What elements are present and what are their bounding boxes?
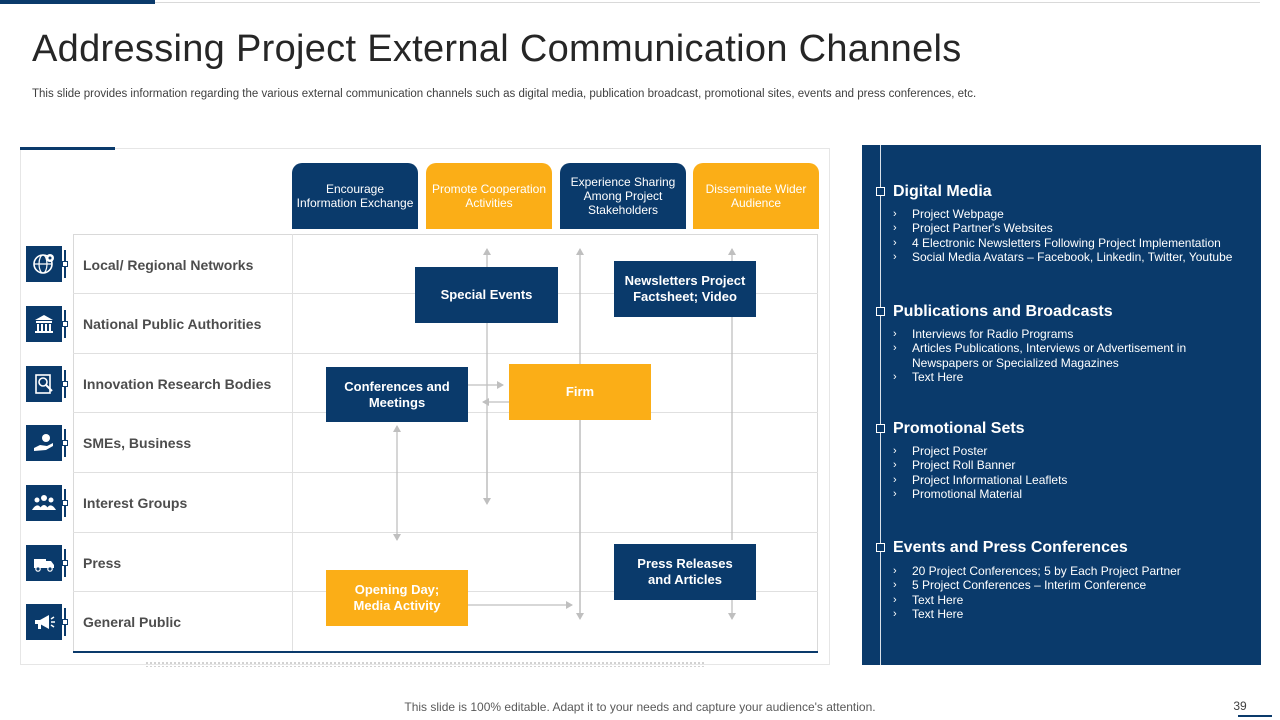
top-rule [155,2,1260,3]
list-item: ›Articles Publications, Interviews or Ad… [893,341,1187,370]
row-connector [62,250,68,278]
node-special-events: Special Events [415,267,558,323]
chevron-right-icon: › [893,328,897,340]
chevron-right-icon: › [893,593,897,606]
section-list-events-press: ›20 Project Conferences; 5 by Each Proje… [893,564,1243,622]
business-hand-icon [26,425,62,461]
chevron-right-icon: › [893,371,897,384]
column-header-experience-sharing: Experience Sharing Among Project Stakeho… [560,163,686,229]
section-title-promotional-sets: Promotional Sets [893,420,1025,437]
channels-panel [862,145,1261,665]
list-item: ›4 Electronic Newsletters Following Proj… [893,235,1221,250]
column-header-information-exchange: Encourage Information Exchange [292,163,418,229]
section-list-digital-media: ›Project Webpage ›Project Partner's Webs… [893,207,1243,265]
grid-row-divider [73,472,818,473]
list-item: ›Project Poster [893,444,988,458]
page-title: Addressing Project External Communicatio… [32,28,962,70]
section-marker [876,307,885,316]
list-item: ›Text Here [893,370,964,385]
list-item: ›Text Here [893,592,964,607]
list-item: ›5 Project Conferences – Interim Confere… [893,578,1147,593]
node-conferences-meetings: Conferences and Meetings [326,367,468,422]
row-connector [62,310,68,338]
section-list-promotional-sets: ›Project Poster ›Project Roll Banner ›Pr… [893,444,1243,502]
page-number: 39 [1233,699,1247,713]
chevron-right-icon: › [893,208,897,220]
chevron-right-icon: › [893,608,897,621]
chevron-right-icon: › [893,579,897,592]
grid-column-divider [292,234,293,652]
list-item: ›Project Partner's Websites [893,221,1053,236]
people-group-icon [26,485,62,521]
row-label-research-bodies: Innovation Research Bodies [83,376,272,392]
top-accent-bar [0,0,155,4]
list-item: ›Text Here [893,607,964,622]
chevron-right-icon: › [893,251,897,264]
chevron-right-icon: › [893,222,897,235]
column-header-wider-audience: Disseminate Wider Audience [693,163,819,229]
section-title-events-press: Events and Press Conferences [893,539,1128,556]
node-opening-day: Opening Day; Media Activity [326,570,468,626]
section-title-publications: Publications and Broadcasts [893,303,1113,320]
chevron-right-icon: › [893,236,897,249]
chevron-right-icon: › [893,565,897,577]
page-subtitle: This slide provides information regardin… [32,88,977,100]
row-connector [62,549,68,577]
decorative-dots [145,661,705,667]
list-item: ›20 Project Conferences; 5 by Each Proje… [893,564,1181,578]
megaphone-icon [26,604,62,640]
globe-pin-icon [26,246,62,282]
panel-accent-bar [20,147,115,150]
chevron-right-icon: › [893,342,897,355]
list-item: ›Project Webpage [893,207,1004,221]
chevron-right-icon: › [893,488,897,501]
row-label-general-public: General Public [83,614,182,630]
grid-bottom-rule [73,651,818,653]
node-press-releases: Press Releases and Articles [614,544,756,600]
node-firm: Firm [509,364,651,420]
page-number-underline [1238,715,1272,717]
section-marker [876,424,885,433]
grid-row-divider [73,532,818,533]
row-label-local-networks: Local/ Regional Networks [83,257,254,273]
row-label-public-authorities: National Public Authorities [83,316,262,332]
row-label-smes-business: SMEs, Business [83,435,192,451]
row-label-press: Press [83,555,122,571]
chevron-right-icon: › [893,459,897,472]
column-header-cooperation: Promote Cooperation Activities [426,163,552,229]
list-item: ›Social Media Avatars – Facebook, Linked… [893,250,1233,265]
row-connector [62,429,68,457]
list-item: ›Promotional Material [893,487,1023,502]
research-magnifier-icon [26,366,62,402]
section-marker [876,543,885,552]
grid-row-divider [73,353,818,354]
chevron-right-icon: › [893,445,897,457]
row-label-interest-groups: Interest Groups [83,495,188,511]
section-title-digital-media: Digital Media [893,183,992,200]
chevron-right-icon: › [893,473,897,486]
section-list-publications: ›Interviews for Radio Programs ›Articles… [893,327,1243,385]
row-connector [62,608,68,636]
footer-note: This slide is 100% editable. Adapt it to… [404,700,876,714]
list-item: ›Project Roll Banner [893,458,1016,473]
node-newsletters: Newsletters Project Factsheet; Video [614,261,756,317]
row-connector [62,370,68,398]
list-item: ›Project Informational Leaflets [893,472,1068,487]
list-item: ›Interviews for Radio Programs [893,327,1074,341]
section-marker [876,187,885,196]
channels-timeline-line [880,145,881,665]
row-connector [62,489,68,517]
delivery-truck-icon [26,545,62,581]
government-building-icon [26,306,62,342]
